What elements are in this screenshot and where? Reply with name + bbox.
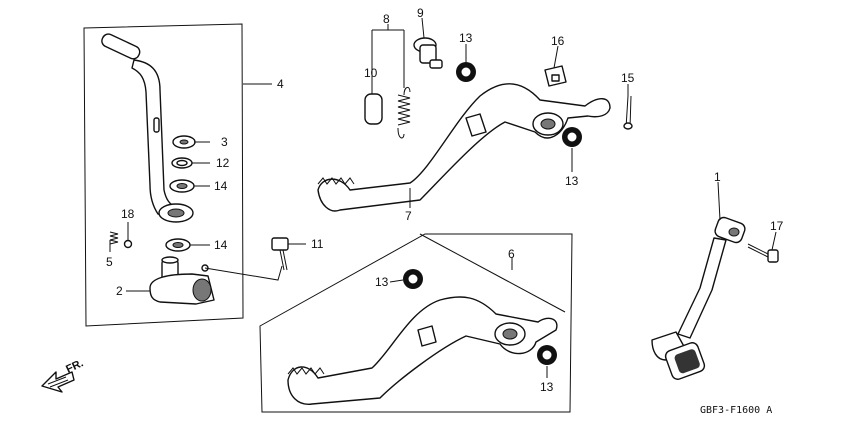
brake-pedal-upper (317, 83, 611, 212)
brake-pedal-lower (287, 296, 558, 405)
cable-clip (544, 65, 567, 87)
front-direction-marker: FR. (41, 357, 85, 393)
callout-13-lower-right: 13 (540, 380, 554, 394)
callout-8: 8 (383, 12, 390, 26)
callout-14-upper: 14 (214, 179, 228, 193)
kickstarter-group-frame (83, 23, 272, 327)
front-marker-label: FR. (64, 357, 85, 375)
callout-13-upper: 13 (459, 31, 473, 45)
callout-12: 12 (216, 156, 230, 170)
callout-5: 5 (106, 255, 113, 269)
callout-9: 9 (417, 6, 424, 20)
callout-1: 1 (714, 170, 721, 184)
callout-13-lower-left: 13 (375, 275, 389, 289)
callout-11: 11 (311, 237, 324, 251)
callout-labels: 1 2 3 4 5 6 7 8 9 10 11 12 13 13 13 13 1… (106, 6, 784, 394)
brake-pedal-lower-frame (259, 233, 573, 413)
brake-oil-seal-upper-right (562, 127, 582, 147)
callout-14-lower: 14 (214, 238, 228, 252)
detent-spring-and-ball (109, 231, 133, 249)
kickstarter-bolt (271, 237, 289, 271)
brake-oil-seal-lower-left (403, 269, 423, 289)
leader-lines (109, 17, 777, 378)
gearshift-bolt (747, 243, 779, 263)
callout-2: 2 (116, 284, 123, 298)
brake-oil-seal-lower-right (537, 345, 557, 365)
kickstarter-washers (165, 135, 196, 252)
kickstarter-spindle (149, 256, 215, 305)
callout-7: 7 (405, 209, 412, 223)
brake-oil-seal-upper (456, 62, 476, 82)
brake-pivot-bolt (413, 37, 443, 69)
callout-18: 18 (121, 207, 135, 221)
gearshift-pedal (651, 216, 746, 380)
callout-6: 6 (508, 247, 515, 261)
callout-13-upper-right: 13 (565, 174, 579, 188)
callout-3: 3 (221, 135, 228, 149)
callout-4: 4 (277, 77, 284, 91)
cotter-pin (623, 95, 633, 130)
diagram-code: GBF3-F1600 A (700, 405, 772, 416)
kickstarter-arm (101, 33, 194, 223)
callout-16: 16 (551, 34, 565, 48)
callout-10: 10 (364, 66, 378, 80)
callout-17: 17 (770, 219, 784, 233)
brake-spring-and-collar (364, 87, 411, 139)
callout-15: 15 (621, 71, 635, 85)
